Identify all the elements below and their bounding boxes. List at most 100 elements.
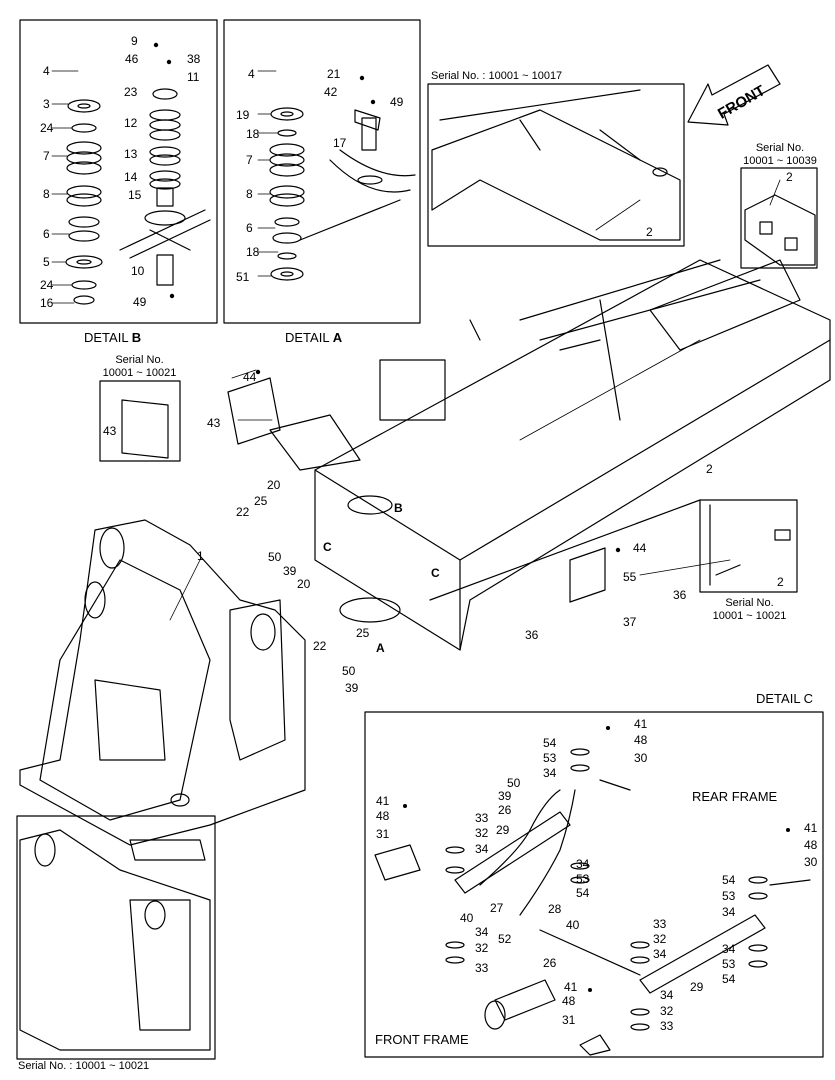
callout: 2 xyxy=(786,170,793,184)
callout: 22 xyxy=(236,505,250,519)
callout: 30 xyxy=(804,855,818,869)
detail-c-panel xyxy=(364,711,824,1058)
callout: 34 xyxy=(475,842,489,856)
callout: 27 xyxy=(490,901,504,915)
callout: C xyxy=(323,540,332,554)
callout: 20 xyxy=(297,577,311,591)
detail-a-parts-icon xyxy=(269,107,416,281)
front-frame-label: FRONT FRAME xyxy=(375,1032,469,1047)
callout: 25 xyxy=(254,494,268,508)
serial-right-mid-frame-icon xyxy=(709,504,791,586)
callout: 41 xyxy=(564,980,578,994)
callout: 34 xyxy=(475,925,489,939)
callout: 14 xyxy=(124,170,138,184)
callout: B xyxy=(394,501,403,515)
callout: 30 xyxy=(634,751,648,765)
callout: 18 xyxy=(246,245,260,259)
callout: 19 xyxy=(236,108,250,122)
serial-top-label: Serial No. : 10001 ~ 10017 xyxy=(431,70,563,82)
callout: 32 xyxy=(653,932,667,946)
callout: 6 xyxy=(246,221,253,235)
callout: 34 xyxy=(543,766,557,780)
callout: 26 xyxy=(498,803,512,817)
callout: 18 xyxy=(246,127,260,141)
callout: 54 xyxy=(543,736,557,750)
callout: 50 xyxy=(342,664,356,678)
callout: 25 xyxy=(356,626,370,640)
callout: 53 xyxy=(576,872,590,886)
callout: 48 xyxy=(562,994,576,1008)
callout: 48 xyxy=(376,809,390,823)
serial-top-frame-icon xyxy=(431,89,681,241)
callout: 8 xyxy=(43,187,50,201)
serial-right-top-panel xyxy=(740,167,818,269)
callout: 54 xyxy=(722,972,736,986)
callout: 53 xyxy=(722,889,736,903)
callout: 33 xyxy=(653,917,667,931)
detail-a-panel xyxy=(223,19,421,324)
callout: 1 xyxy=(197,549,204,563)
callout: 28 xyxy=(548,902,562,916)
callout: 38 xyxy=(187,52,201,66)
callout: 52 xyxy=(498,932,512,946)
callout: 2 xyxy=(706,462,713,476)
callout: 54 xyxy=(722,873,736,887)
leader-lines xyxy=(51,70,781,621)
callout: 34 xyxy=(722,905,736,919)
callout: 34 xyxy=(576,857,590,871)
callout: 44 xyxy=(243,370,257,384)
callout: 49 xyxy=(390,95,404,109)
callout: 20 xyxy=(267,478,281,492)
detail-b-caption: DETAIL B xyxy=(84,330,142,345)
callout: 32 xyxy=(660,1004,674,1018)
callout: 8 xyxy=(246,187,253,201)
callout: 53 xyxy=(543,751,557,765)
callout: 4 xyxy=(248,67,255,81)
plate-43-icon xyxy=(121,377,281,459)
callout: 39 xyxy=(498,789,512,803)
callout: 7 xyxy=(43,149,50,163)
callout: 4 xyxy=(43,64,50,78)
callout: 39 xyxy=(283,564,297,578)
callout: 36 xyxy=(673,588,687,602)
callout: 33 xyxy=(660,1019,674,1033)
callout: 31 xyxy=(562,1013,576,1027)
detail-c-caption: DETAIL C xyxy=(756,691,814,706)
rear-frame-icon xyxy=(269,259,831,651)
callout: 50 xyxy=(268,550,282,564)
callout: 33 xyxy=(475,811,489,825)
callout: 21 xyxy=(327,67,341,81)
serial-left-mid-panel xyxy=(99,380,181,462)
callout: 40 xyxy=(566,918,580,932)
callout: 41 xyxy=(634,717,648,731)
callout: 17 xyxy=(333,136,347,150)
callout: 44 xyxy=(633,541,647,555)
callout: 22 xyxy=(313,639,327,653)
callout: 12 xyxy=(124,116,138,130)
callout: 13 xyxy=(124,147,138,161)
callout: 24 xyxy=(40,278,54,292)
callout: 16 xyxy=(40,296,54,310)
callout: 33 xyxy=(475,961,489,975)
callout: 54 xyxy=(576,886,590,900)
callout: 29 xyxy=(496,823,510,837)
callout: 11 xyxy=(187,70,200,84)
detail-b-parts-icon xyxy=(65,88,211,305)
callout: 34 xyxy=(660,988,674,1002)
detail-a-caption: DETAIL A xyxy=(285,330,343,345)
callout: 10 xyxy=(131,264,145,278)
detail-b-panel xyxy=(19,19,218,324)
callout: 34 xyxy=(653,947,667,961)
serial-right-mid-panel xyxy=(699,499,798,593)
callout: 53 xyxy=(722,957,736,971)
callout: 48 xyxy=(804,838,818,852)
callout: 50 xyxy=(507,776,521,790)
callout: 3 xyxy=(43,97,50,111)
front-arrow-icon xyxy=(687,64,781,126)
callout: 2 xyxy=(646,225,653,239)
callout: 24 xyxy=(40,121,54,135)
callout: 37 xyxy=(623,615,637,629)
callout: 29 xyxy=(690,980,704,994)
serial-right-top-label: Serial No.10001 ~ 10039 xyxy=(743,142,817,167)
callout: 5 xyxy=(43,255,50,269)
